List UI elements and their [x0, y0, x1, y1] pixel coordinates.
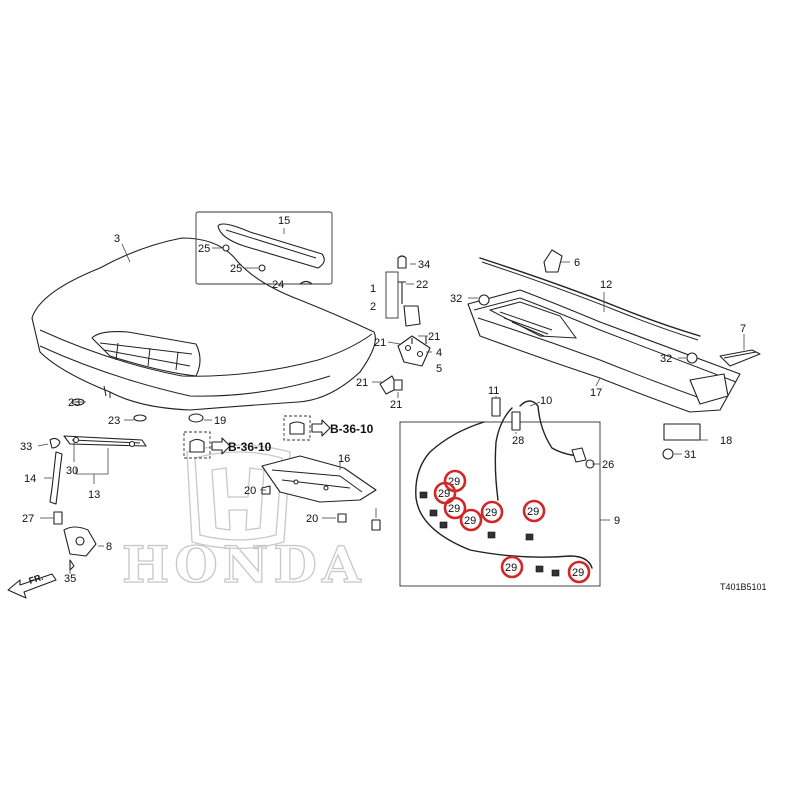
reference-callouts: B-36-10 B-36-10	[183, 415, 374, 459]
cowl-assembly	[467, 249, 761, 413]
honda-h-logo	[186, 444, 291, 550]
highlight-label: 29	[464, 515, 476, 527]
part-label-32-b: 32	[660, 353, 672, 365]
honda-watermark: HONDA	[121, 444, 366, 595]
part-label-8: 8	[106, 541, 112, 553]
highlight-29-4[interactable]: 29	[459, 508, 483, 532]
washer-hose-assembly	[399, 397, 701, 587]
part-label-26: 26	[602, 459, 614, 471]
part-label-11: 11	[488, 385, 499, 397]
part-label-21-d: 21	[390, 399, 402, 411]
part-label-23-b: 23	[108, 415, 120, 427]
part-label-32-a: 32	[450, 293, 462, 305]
part-label-20-b: 20	[306, 513, 318, 525]
highlight-label: 29	[485, 507, 497, 519]
ref-b-36-10-right: B-36-10	[330, 422, 374, 436]
highlight-label: 29	[527, 506, 539, 518]
highlight-29-3[interactable]: 29	[443, 496, 467, 520]
part-label-25-b: 25	[230, 263, 242, 275]
part-label-6: 6	[574, 257, 580, 269]
part-label-13: 13	[88, 489, 100, 501]
part-label-7: 7	[740, 323, 746, 335]
highlight-label: 29	[448, 503, 460, 515]
part-label-12: 12	[600, 279, 612, 291]
highlight-label: 29	[572, 567, 584, 579]
part-label-24: 24	[272, 279, 284, 291]
part-label-30: 30	[66, 465, 78, 477]
part-label-5: 5	[436, 363, 442, 375]
part-label-15: 15	[278, 215, 290, 227]
highlight-ring	[522, 499, 546, 523]
part-label-3: 3	[114, 233, 120, 245]
part-label-25-a: 25	[198, 243, 210, 255]
honda-watermark-text: HONDA	[122, 535, 366, 594]
highlight-ring	[567, 560, 591, 584]
part-label-34: 34	[418, 259, 430, 271]
highlight-label: 29	[505, 562, 517, 574]
part-label-27: 27	[22, 513, 34, 525]
part-label-2: 2	[370, 301, 376, 313]
highlight-29-6[interactable]: 29	[522, 499, 546, 523]
highlight-29-7[interactable]: 29	[500, 555, 524, 579]
ref-b-36-10-left: B-36-10	[228, 440, 272, 454]
part-labels: 3 15 25 25 24 34 1 22 2 21 21 21 21 4 5 …	[20, 215, 746, 585]
diagram-code: T401B5101	[720, 582, 767, 592]
part-label-20-a: 20	[244, 485, 256, 497]
highlight-29-5[interactable]: 29	[480, 500, 504, 524]
part-label-33: 33	[20, 441, 32, 453]
hood	[31, 237, 376, 411]
highlight-label: 29	[448, 476, 460, 488]
part-label-17: 17	[590, 387, 602, 399]
highlight-ring	[500, 555, 524, 579]
part-label-23-a: 23	[68, 397, 80, 409]
highlight-29-8[interactable]: 29	[567, 560, 591, 584]
hood-garnish	[195, 211, 333, 285]
under-cover	[261, 455, 381, 531]
part-label-10: 10	[540, 395, 552, 407]
part-label-21-b: 21	[374, 337, 386, 349]
part-label-9: 9	[614, 515, 620, 527]
part-label-14: 14	[24, 473, 36, 485]
part-label-4: 4	[436, 347, 442, 359]
part-label-21-c: 21	[356, 377, 368, 389]
front-label: FR.	[28, 572, 45, 586]
highlight-ring	[459, 508, 483, 532]
highlight-ring	[443, 496, 467, 520]
part-label-22: 22	[416, 279, 428, 291]
highlight-label: 29	[438, 488, 450, 500]
part-label-21-a: 21	[428, 331, 440, 343]
part-label-31: 31	[684, 449, 696, 461]
part-label-18: 18	[720, 435, 732, 447]
front-arrow-icon	[7, 573, 57, 599]
part-label-28: 28	[512, 435, 524, 447]
highlight-ring	[480, 500, 504, 524]
leader-lines	[37, 228, 745, 574]
highlighted-callouts: 29 29 29 29 29 29 29 29	[433, 469, 591, 584]
hood-support-parts	[49, 398, 204, 571]
front-direction-indicator: FR.	[7, 572, 57, 599]
part-label-1: 1	[370, 283, 376, 295]
part-label-19: 19	[214, 415, 226, 427]
hood-hinge	[379, 255, 431, 395]
part-label-16: 16	[338, 453, 350, 465]
part-label-35: 35	[64, 573, 76, 585]
